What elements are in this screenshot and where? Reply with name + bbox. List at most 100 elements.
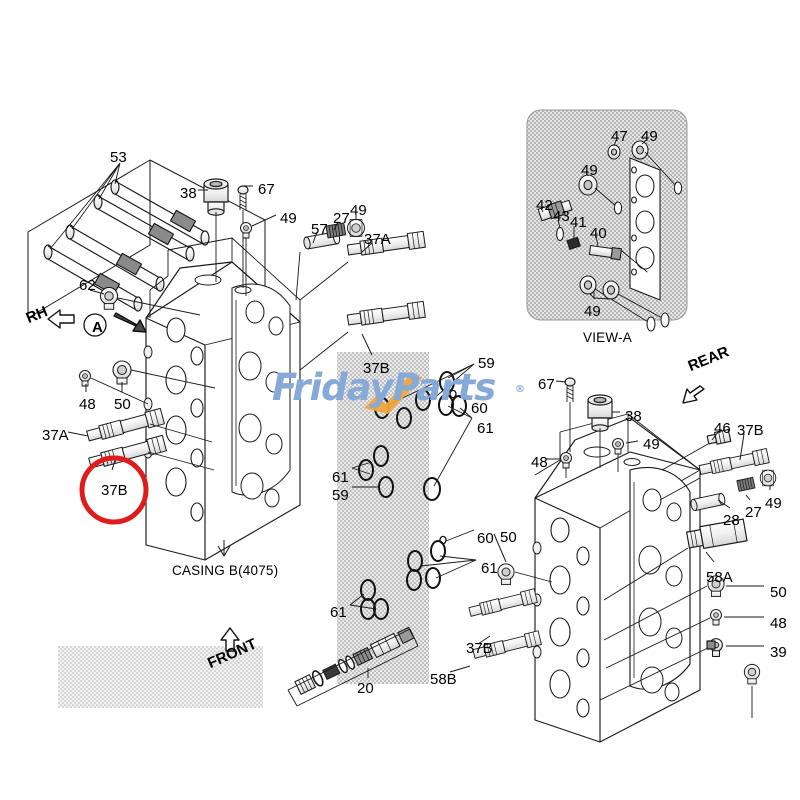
part-27-knurl-right: [736, 476, 756, 492]
callout-center-60: 60: [477, 530, 494, 547]
panel-bottom-left-shading: [58, 646, 263, 708]
part-49-hexnut-right: [759, 469, 777, 487]
callout-left-53: 53: [110, 149, 127, 166]
direction-arrows: [47, 309, 705, 652]
callout-left-27: 27: [333, 210, 350, 227]
left-casing-assembly: [27, 159, 426, 561]
part-67-screw-right: [564, 377, 576, 402]
oring: [396, 407, 412, 429]
view-a-part-49-bottom-a: [579, 275, 656, 332]
callout-center-59: 59: [332, 487, 349, 504]
callout-left-67: 67: [258, 181, 275, 198]
view-a-part-43: [556, 226, 564, 242]
watermark-registered-mark: ®: [515, 384, 525, 395]
front-arrow: [220, 627, 240, 652]
callout-view-a-49: 49: [581, 162, 598, 179]
highlight-circle-37b: [79, 455, 149, 525]
callout-left-48: 48: [79, 396, 96, 413]
leaders-left: [67, 185, 373, 557]
callout-center-59: 59: [478, 355, 495, 372]
part-39-bolt: [706, 638, 723, 658]
callout-right-50: 50: [770, 584, 787, 601]
callout-view-a-49: 49: [584, 303, 601, 320]
view-a-part-47: [607, 144, 621, 160]
callout-right-48: 48: [531, 454, 548, 471]
part-49-hexnut-left: [347, 219, 365, 237]
callout-right-27: 27: [745, 504, 762, 521]
oring-small: [439, 535, 447, 545]
callout-view-a-40: 40: [590, 225, 607, 242]
callout-left-57: 57: [311, 221, 328, 238]
oring: [430, 540, 446, 562]
oring: [423, 477, 441, 501]
part-bottom-plug-right: [743, 663, 761, 718]
callout-view-a-47: 47: [611, 128, 628, 145]
part-62-plug: [99, 286, 119, 310]
callout-right-48: 48: [770, 615, 787, 632]
long-bolts-53: [43, 162, 210, 312]
callout-right-37B: 37B: [737, 422, 764, 439]
callout-right-46: 46: [714, 420, 731, 437]
rh-arrow: [47, 309, 75, 329]
part-38-plug-right: [587, 394, 613, 432]
part-38-plug-left: [203, 178, 229, 216]
callout-center-20: 20: [357, 680, 374, 697]
callout-left-37B: 37B: [101, 482, 128, 499]
part-58A-valve: [686, 518, 748, 549]
part-67-screw-left: [237, 185, 249, 210]
part-48-bolt-left: [78, 369, 92, 387]
part-37B-fitting-right: [346, 300, 426, 329]
oring: [439, 371, 455, 393]
callout-left-37A: 37A: [364, 231, 391, 248]
callout-left-37A: 37A: [42, 427, 69, 444]
callout-center-60: 60: [471, 400, 488, 417]
callout-right-49: 49: [765, 495, 782, 512]
a-callout-circle: [83, 313, 107, 337]
callout-right-39: 39: [770, 644, 787, 661]
callout-center-37B: 37B: [466, 640, 493, 657]
callout-view-a-42: 42: [536, 197, 553, 214]
callout-left-62: 62: [79, 277, 96, 294]
rear-arrow: [682, 385, 705, 404]
callout-right-49: 49: [643, 436, 660, 453]
watermark-text: FridayParts ®: [272, 366, 525, 409]
callout-center-50: 50: [500, 529, 517, 546]
a-detail-arrow: [113, 312, 147, 333]
part-48-bolt-right: [709, 608, 723, 626]
oring: [451, 395, 467, 417]
watermark-text-parts: Parts: [392, 366, 497, 409]
leaders-right: [449, 380, 771, 673]
caption-casing-b-4075-: CASING B(4075): [172, 563, 279, 578]
view-a-part-49-bottom-b: [602, 280, 670, 328]
fridayparts-watermark: FridayParts ®: [272, 366, 525, 416]
callout-center-61: 61: [477, 420, 494, 437]
detail-callout-a-label: A: [92, 319, 103, 336]
part-50-plug-left: [112, 360, 132, 385]
part-37B-fitting-bottom: [467, 588, 538, 620]
part-49-bolt-left: [239, 221, 253, 239]
callout-left-49: 49: [350, 202, 367, 219]
view-a-part-49-top: [631, 140, 683, 195]
view-a-part-40: [588, 244, 648, 273]
center-oring-cluster: [349, 363, 477, 620]
watermark-check-icon: [364, 372, 422, 414]
oring: [425, 567, 441, 589]
oring: [415, 389, 431, 411]
callout-right-38: 38: [625, 408, 642, 425]
callout-center-61: 61: [330, 604, 347, 621]
oring: [373, 445, 389, 467]
callout-right-58A: 58A: [706, 569, 733, 586]
part-50-plug-right-left: [497, 563, 515, 586]
callout-left-49: 49: [280, 210, 297, 227]
view-a-part-49-mid: [578, 174, 623, 215]
callout-center-58B: 58B: [430, 671, 457, 688]
callout-view-a-49: 49: [641, 128, 658, 145]
callout-center-61: 61: [332, 469, 349, 486]
part-37B-fitting-right-top: [697, 448, 770, 478]
spool-assembly-20: [287, 626, 419, 707]
callout-left-50: 50: [114, 396, 131, 413]
callout-right-28: 28: [723, 512, 740, 529]
watermark-text-friday: Friday: [272, 366, 394, 409]
right-casing-assembly: [467, 377, 777, 743]
